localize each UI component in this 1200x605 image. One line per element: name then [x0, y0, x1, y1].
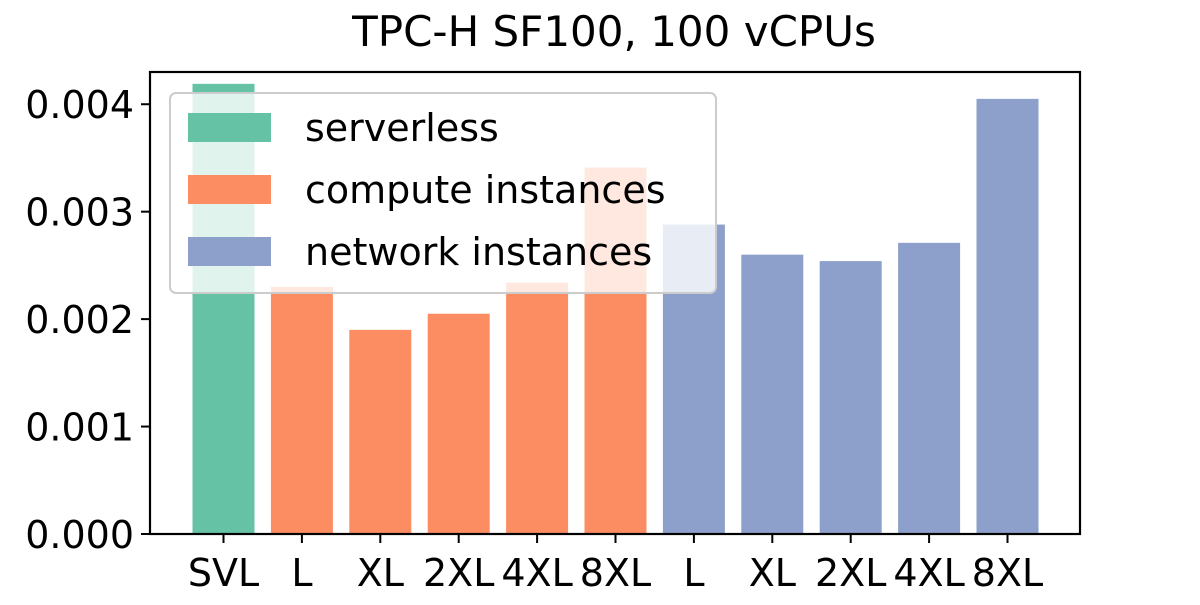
- x-tick-label: SVL: [188, 551, 259, 595]
- x-tick-label: 8XL: [580, 551, 651, 595]
- legend-swatch-compute-instances: [188, 175, 271, 204]
- bars-layer: [192, 83, 1039, 535]
- bar-network-instances-2xl: [819, 261, 882, 534]
- bar-compute-instances-2xl: [427, 313, 490, 534]
- x-tick-label: 4XL: [893, 551, 964, 595]
- bar-network-instances-8xl: [976, 98, 1039, 535]
- x-tick-label: XL: [357, 551, 404, 595]
- bar-network-instances-4xl: [898, 242, 961, 534]
- y-tick-label: 0.000: [25, 513, 134, 557]
- y-tick-label: 0.004: [25, 83, 134, 127]
- legend-label: network instances: [305, 230, 652, 274]
- bar-compute-instances-xl: [349, 329, 412, 534]
- bar-compute-instances-4xl: [506, 282, 569, 534]
- legend-label: compute instances: [305, 168, 666, 212]
- y-tick-label: 0.001: [25, 406, 134, 450]
- x-tick-label: 2XL: [815, 551, 886, 595]
- legend-label: serverless: [305, 106, 499, 150]
- chart-title: TPC-H SF100, 100 vCPUs: [351, 7, 876, 56]
- x-tick-label: L: [291, 551, 312, 595]
- legend-box: [169, 92, 717, 294]
- bar-compute-instances-l: [270, 286, 333, 534]
- x-tick-label: 4XL: [501, 551, 572, 595]
- x-tick-label: L: [683, 551, 704, 595]
- x-tick-label: 8XL: [972, 551, 1043, 595]
- x-tick-label: 2XL: [423, 551, 494, 595]
- y-tick-label: 0.003: [25, 191, 134, 235]
- x-tick-label: XL: [749, 551, 796, 595]
- legend: serverless compute instances network insta…: [169, 92, 717, 294]
- legend-swatch-network-instances: [188, 237, 271, 266]
- legend-swatch-serverless: [188, 113, 271, 142]
- y-tick-label: 0.002: [25, 298, 134, 342]
- bar-network-instances-xl: [741, 254, 804, 534]
